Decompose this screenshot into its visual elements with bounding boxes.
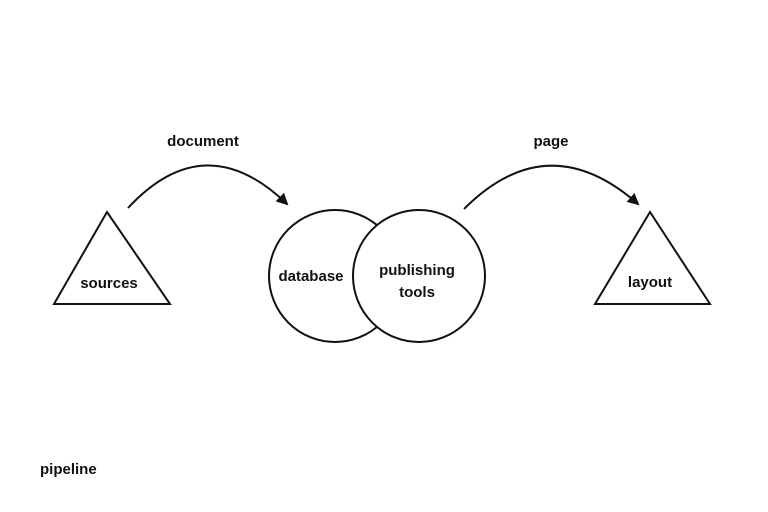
node-layout: layout bbox=[593, 210, 712, 305]
node-label-layout: layout bbox=[628, 274, 672, 291]
diagram-caption: pipeline bbox=[40, 461, 97, 478]
node-label-database: database bbox=[278, 268, 343, 285]
node-publishing-tools bbox=[352, 209, 486, 343]
edge-label-document: document bbox=[167, 133, 239, 150]
arrow-page bbox=[463, 164, 640, 210]
arrow-document bbox=[127, 164, 289, 209]
node-sources: sources bbox=[52, 210, 172, 305]
triangle-shape bbox=[593, 210, 712, 305]
triangle-shape bbox=[52, 210, 172, 305]
edge-label-page: page bbox=[533, 133, 568, 150]
circle-shape bbox=[352, 209, 486, 343]
node-label-sources: sources bbox=[80, 275, 138, 292]
edge-publishing-to-layout: page bbox=[463, 133, 640, 210]
node-label-tools: tools bbox=[399, 284, 435, 301]
edge-sources-to-database: document bbox=[127, 133, 289, 209]
node-label-publishing: publishing bbox=[379, 262, 455, 279]
